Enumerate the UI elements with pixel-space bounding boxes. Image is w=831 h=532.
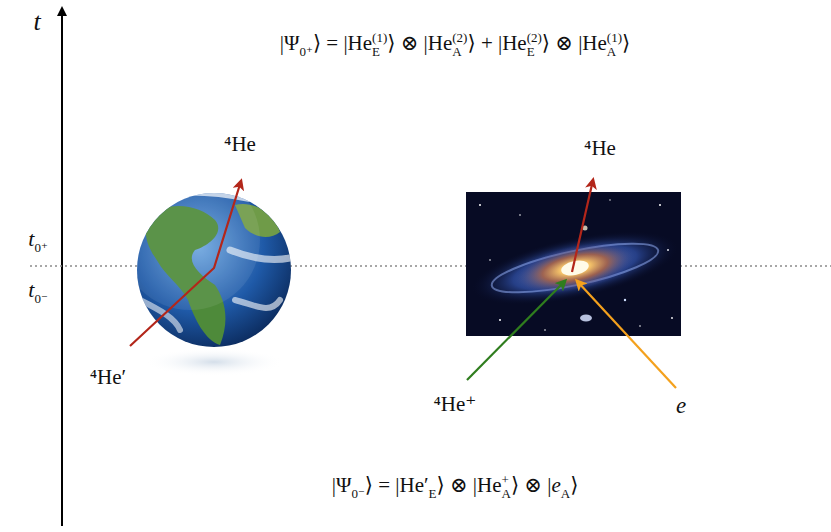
formula-text: ⟩ ⊗ | — [511, 473, 552, 497]
formula-text: (2) — [527, 31, 542, 45]
axis-label: t — [33, 6, 40, 37]
formula-text: t — [33, 7, 40, 36]
formula-text: ⟩ ⊗ |He — [437, 473, 502, 497]
index-stack: (2)A — [452, 31, 467, 60]
formula-text: ⁴He — [224, 132, 256, 156]
particle-label: e — [676, 392, 686, 420]
state-equation: |Ψ0⁺⟩ = |He(1)E⟩ ⊗ |He(2)A⟩ + |He(2)E⟩ ⊗… — [280, 31, 630, 60]
formula-text: ⁴He — [584, 136, 616, 160]
index-stack: (1)E — [372, 31, 387, 60]
index-stack: (2)E — [527, 31, 542, 60]
formula-text: ⟩ = |He — [313, 31, 372, 55]
formula-text: A — [452, 45, 467, 59]
formula-text: 0⁺ — [300, 44, 313, 59]
formula-text: e — [676, 393, 686, 418]
formula-text: ⟩ ⊗ |He — [387, 31, 452, 55]
formula-text: E — [372, 45, 387, 59]
particle-label: ⁴He — [584, 136, 616, 161]
particle-label: ⁴He′ — [90, 365, 126, 390]
formula-text: ⟩ ⊗ |He — [542, 31, 607, 55]
formula-text: e — [551, 473, 560, 497]
formula-text: 0⁻ — [351, 486, 364, 501]
formula-text: A — [502, 487, 511, 501]
formula-text: 0⁻ — [34, 291, 47, 306]
formula-text: E — [527, 45, 542, 59]
formula-text: ⟩ + |He — [467, 31, 526, 55]
time-label: t0⁻ — [28, 277, 48, 306]
formula-text: ⟩ = |He′ — [365, 473, 429, 497]
formula-text: A — [561, 486, 570, 501]
formula-text: ⟩ — [570, 473, 578, 497]
state-equation: |Ψ0⁻⟩ = |He′E⟩ ⊗ |He+A⟩ ⊗ |eA⟩ — [332, 473, 579, 502]
formula-text: + — [502, 473, 511, 487]
time-label: t0⁺ — [28, 226, 48, 255]
formula-text: (1) — [372, 31, 387, 45]
formula-text: ⁴He′ — [90, 365, 126, 389]
index-stack: (1)A — [607, 31, 622, 60]
formula-text: |Ψ — [332, 473, 352, 497]
particle-label: ⁴He — [224, 132, 256, 157]
formula-text: t — [28, 226, 34, 251]
formula-text: (2) — [452, 31, 467, 45]
formula-text: E — [429, 486, 437, 501]
particle-label: ⁴He⁺ — [434, 392, 477, 417]
formula-text: ⁴He⁺ — [434, 392, 477, 416]
formula-text: (1) — [607, 31, 622, 45]
formula-text: |Ψ — [280, 31, 300, 55]
formula-text: ⟩ — [622, 31, 630, 55]
formula-text: 0⁺ — [34, 240, 47, 255]
formula-text: A — [607, 45, 622, 59]
index-stack: +A — [502, 473, 511, 502]
formula-text: t — [28, 277, 34, 302]
